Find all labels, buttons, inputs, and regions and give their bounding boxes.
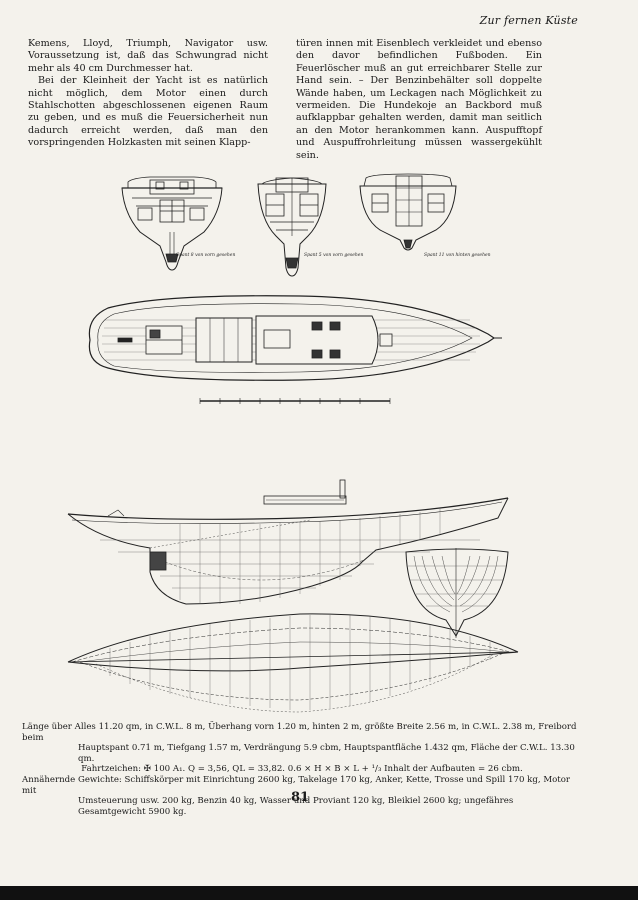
caption-line: Hauptspant 0.71 m, Tiefgang 1.57 m, Verd…: [78, 743, 575, 764]
cross-section-3: [359, 173, 457, 251]
cross-section-2: [257, 177, 327, 277]
paragraph: Kemens, Lloyd, Triumph, Navigator usw. V…: [28, 38, 268, 74]
caption-line: Länge über Alles 11.20 qm, in C.W.L. 8 m…: [22, 722, 577, 743]
caption-line: Fahrtzeichen: ✠ 100 A₁. Q = 3,56, QL = 3…: [81, 764, 523, 775]
half-breadth-plan: [67, 613, 519, 713]
page-number: 81: [290, 790, 310, 805]
paragraph: türen innen mit Eisenblech verkleidet un…: [296, 38, 542, 161]
section-label-1: Spant 8 von vorn gesehen: [176, 252, 235, 258]
scale-bar: [199, 398, 391, 404]
running-head: Zur fernen Küste: [479, 14, 578, 27]
figure-caption: Länge über Alles 11.20 qm, in C.W.L. 8 m…: [22, 722, 582, 817]
sheer-plan: [67, 479, 509, 605]
paragraph: Bei der Kleinheit der Yacht ist es natür…: [28, 75, 268, 149]
caption-line: Umsteuerung usw. 200 kg, Benzin 40 kg, W…: [78, 796, 514, 817]
scan-edge-band: [0, 886, 638, 900]
caption-line: Annähernde Gewichte: Schiffskörper mit E…: [22, 774, 571, 796]
body-plan: [405, 548, 509, 638]
deck-plan: [88, 295, 502, 381]
text-column-right: türen innen mit Eisenblech verkleidet un…: [296, 38, 542, 162]
section-label-2: Spant 5 von vorn gesehen: [304, 252, 363, 258]
text-column-left: Kemens, Lloyd, Triumph, Navigator usw. V…: [28, 38, 268, 150]
section-label-3: Spant 11 von hinten gesehen: [424, 252, 491, 258]
cross-section-1: [121, 176, 223, 271]
